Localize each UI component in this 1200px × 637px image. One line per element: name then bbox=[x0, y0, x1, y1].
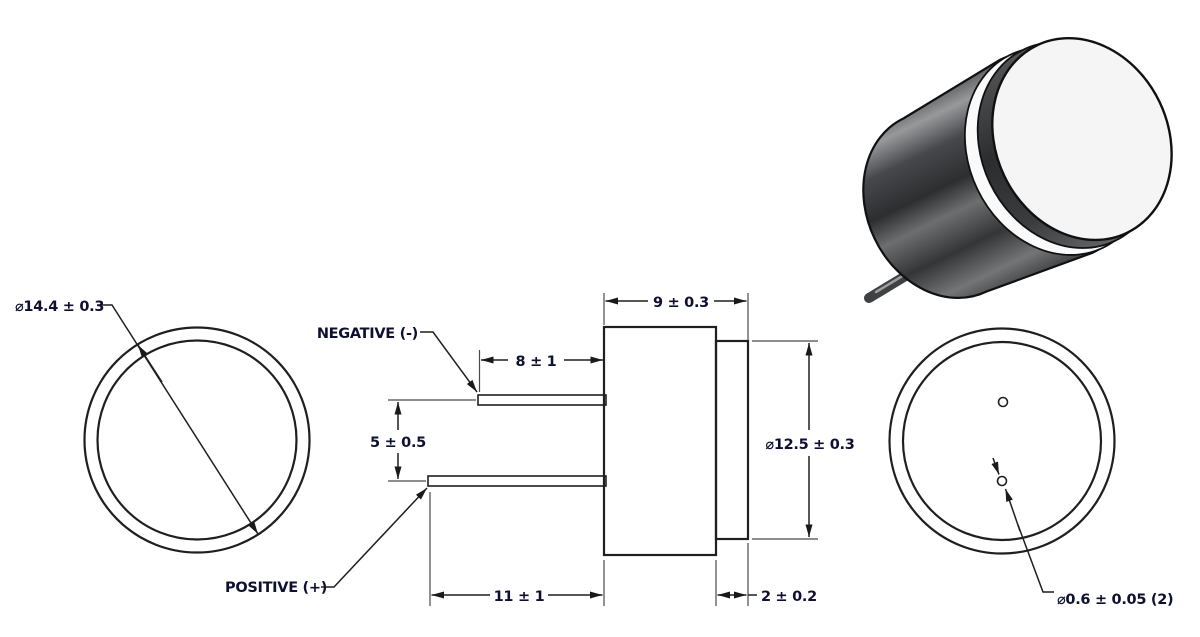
front-diameter-arrow bbox=[137, 344, 163, 383]
negative-label: NEGATIVE (-) bbox=[317, 326, 418, 342]
front-diameter-label: ⌀14.4 ± 0.3 bbox=[15, 299, 104, 315]
dim-2-label: 2 ± 0.2 bbox=[761, 589, 817, 605]
body-outline bbox=[602, 325, 718, 557]
pin-hole-top bbox=[997, 396, 1009, 408]
isometric-view bbox=[862, 37, 1173, 303]
dim-11-label: 11 ± 1 bbox=[494, 589, 545, 605]
front-diameter-line bbox=[97, 304, 259, 535]
rear-inner-circle bbox=[901, 340, 1103, 542]
positive-label: POSITIVE (+) bbox=[225, 580, 327, 596]
side-view: NEGATIVE (-) POSITIVE (+) 8 ± 1 5 ± 0.5 … bbox=[225, 293, 855, 606]
hole-arrow-upper bbox=[991, 457, 1000, 475]
front-inner-circle bbox=[96, 339, 298, 541]
rear-outer-circle bbox=[888, 327, 1116, 555]
pin-hole-bottom bbox=[996, 475, 1008, 487]
dim-9-label: 9 ± 0.3 bbox=[653, 295, 709, 311]
negative-leader bbox=[420, 331, 478, 393]
front-outer-circle bbox=[83, 326, 311, 554]
rear-view: ⌀0.6 ± 0.05 (2) bbox=[888, 327, 1174, 608]
hole-arrow-lower bbox=[1004, 488, 1021, 532]
positive-leader bbox=[321, 487, 428, 588]
hole-leader bbox=[1017, 524, 1054, 593]
dim-125-label: ⌀12.5 ± 0.3 bbox=[765, 437, 854, 453]
flange-outline bbox=[714, 339, 750, 541]
negative-pin bbox=[477, 394, 607, 406]
dim-8-label: 8 ± 1 bbox=[516, 354, 557, 370]
hole-diameter-label: ⌀0.6 ± 0.05 (2) bbox=[1057, 592, 1173, 608]
front-view: ⌀14.4 ± 0.3 bbox=[15, 299, 311, 554]
iso-face bbox=[991, 37, 1173, 242]
dim-5-label: 5 ± 0.5 bbox=[370, 435, 426, 451]
positive-pin bbox=[427, 475, 607, 487]
